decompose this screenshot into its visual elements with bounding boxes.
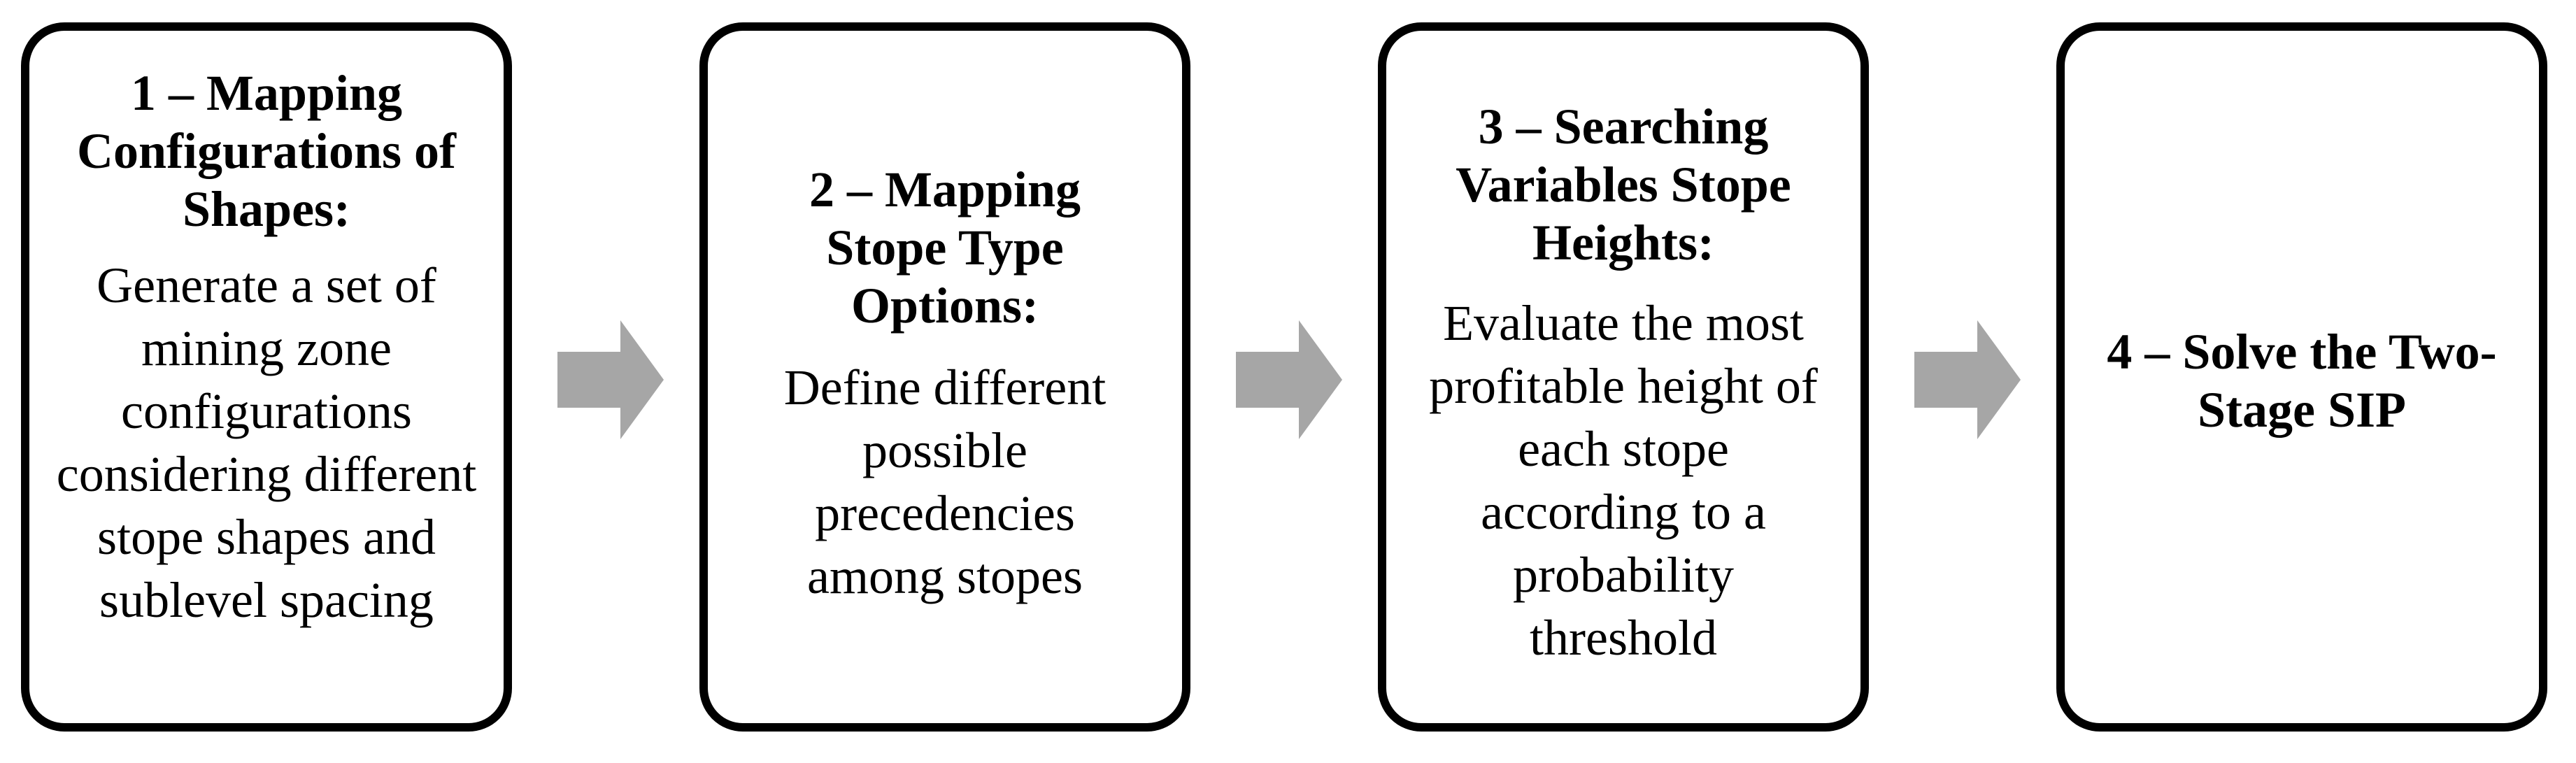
step-1-title: 1 – Mapping Configurations of Shapes: bbox=[76, 65, 457, 237]
right-arrow-icon bbox=[557, 320, 664, 439]
step-2-description: Define different possible precedencies a… bbox=[783, 359, 1106, 604]
step-box-2: 2 – Mapping Stope Type Options: Define d… bbox=[699, 22, 1190, 732]
step-box-1: 1 – Mapping Configurations of Shapes: Ge… bbox=[21, 22, 512, 732]
step-4-title: 4 – Solve the Two-Stage SIP bbox=[2107, 324, 2497, 438]
step-box-3: 3 – Searching Variables Stope Heights: E… bbox=[1378, 22, 1869, 732]
step-1-description: Generate a set of mining zone configurat… bbox=[56, 257, 477, 628]
right-arrow-icon bbox=[1914, 320, 2021, 439]
step-box-4: 4 – Solve the Two-Stage SIP bbox=[2056, 22, 2547, 732]
step-3-description: Evaluate the most profitable height of e… bbox=[1429, 295, 1818, 666]
right-arrow-icon bbox=[1236, 320, 1342, 439]
step-2-title: 2 – Mapping Stope Type Options: bbox=[809, 162, 1081, 334]
step-3-title: 3 – Searching Variables Stope Heights: bbox=[1456, 99, 1791, 271]
